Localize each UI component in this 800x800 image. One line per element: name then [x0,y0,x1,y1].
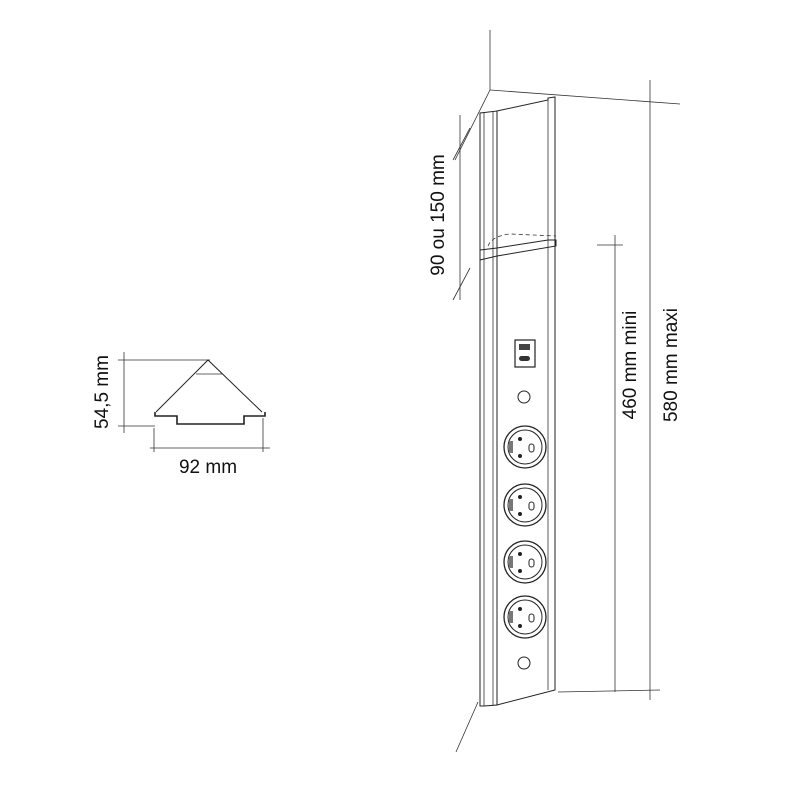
profile-height-label: 54,5 mm [92,355,113,429]
power-socket [503,425,547,469]
profile-width-label: 92 mm [179,457,237,478]
profile-roof [155,359,263,413]
indicator-light [517,390,531,404]
max-height-label: 580 mm maxi [661,308,682,422]
dimensions: 90 ou 150 mm 460 mm mini 580 mm maxi [428,80,682,700]
bottom-button [517,656,531,670]
power-socket [503,483,547,527]
power-column [479,96,557,707]
wall-corner [454,30,681,753]
power-socket [503,595,547,639]
min-height-label: 460 mm mini [620,311,641,420]
profile-base [154,412,266,425]
shelf [479,239,557,261]
top-section-label: 90 ou 150 mm [428,154,449,275]
profile-section: 54,5 mm 92 mm [92,352,270,478]
usb-module [514,339,536,368]
power-socket [503,540,547,584]
